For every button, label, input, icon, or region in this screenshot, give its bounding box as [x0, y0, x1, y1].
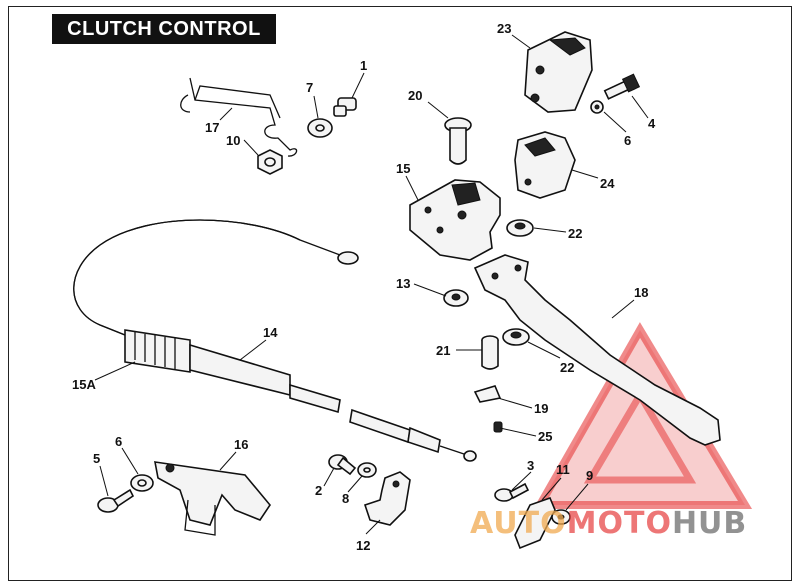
screw-part-1: [333, 97, 357, 117]
watermark-part-a: AUTO: [470, 506, 567, 541]
callout-3: 3: [527, 458, 534, 473]
callout-23: 23: [497, 21, 511, 36]
watermark-part-b: MOTO: [566, 506, 672, 541]
washer-part-7: [307, 118, 333, 138]
diagram-title: CLUTCH CONTROL: [52, 14, 276, 44]
callout-16: 16: [234, 437, 248, 452]
clutch-cable-part-15a: [73, 219, 359, 336]
callout-13: 13: [396, 276, 410, 291]
spring-clip-part-17: [180, 77, 298, 157]
callout-17: 17: [205, 120, 219, 135]
diagram-frame: [8, 6, 792, 581]
callout-14: 14: [263, 325, 278, 340]
callout-15a: 15A: [72, 377, 96, 392]
screw-part-5: [97, 488, 135, 513]
bracket-part-16: [154, 461, 271, 536]
callout-8: 8: [342, 491, 349, 506]
spring-clip-part-19: [473, 385, 502, 403]
callout-18: 18: [634, 285, 648, 300]
clip-nut-part-13: [443, 289, 469, 307]
lever-bracket-part-15: [409, 179, 501, 261]
callout-5: 5: [93, 451, 100, 466]
screw-part-25: [493, 421, 503, 433]
callout-21: 21: [436, 343, 450, 358]
callout-15: 15: [396, 161, 410, 176]
washer-part-6b: [130, 474, 154, 492]
bolt-part-4: [603, 73, 641, 100]
cable-end-fitting: [349, 408, 477, 462]
pivot-pin-part-20: [444, 117, 472, 165]
washer-part-8: [357, 462, 377, 478]
clamp-part-24: [514, 131, 576, 199]
callout-12: 12: [356, 538, 370, 553]
screw-part-2: [328, 454, 357, 476]
cable-adjuster-part-14: [124, 329, 341, 414]
callout-4: 4: [648, 116, 656, 131]
nut-part-9: [551, 509, 571, 525]
leader-lines: [94, 34, 649, 535]
callout-11: 11: [556, 462, 570, 477]
callout-10: 10: [226, 133, 240, 148]
callout-25: 25: [538, 429, 552, 444]
callout-19: 19: [534, 401, 548, 416]
callout-7: 7: [306, 80, 313, 95]
callout-9: 9: [586, 468, 593, 483]
clamp-part-23: [524, 31, 593, 113]
bushing-part-22b: [502, 328, 530, 346]
callout-20: 20: [408, 88, 422, 103]
clamp-part-11: [514, 496, 556, 550]
watermark-wordmark: AUTOMOTOHUB: [470, 506, 747, 541]
callout-6a: 6: [624, 133, 631, 148]
callout-6b: 6: [115, 434, 122, 449]
cable-clamp-part-12: [363, 471, 411, 526]
callout-24: 24: [600, 176, 615, 191]
callout-labels: 1 7 17 10 20 23 4 6 24 15 22 13 18 14 15…: [72, 21, 656, 553]
watermark-part-c: HUB: [671, 506, 748, 541]
pivot-sleeve-part-21: [481, 335, 499, 370]
callout-22b: 22: [560, 360, 574, 375]
clutch-lever-part-18: [473, 254, 721, 446]
hex-nut-part-10: [257, 149, 283, 175]
callout-1: 1: [360, 58, 367, 73]
washer-part-6a: [590, 100, 604, 114]
bushing-part-22a: [506, 219, 534, 237]
screw-part-3: [494, 482, 530, 502]
callout-2: 2: [315, 483, 322, 498]
callout-22a: 22: [568, 226, 582, 241]
